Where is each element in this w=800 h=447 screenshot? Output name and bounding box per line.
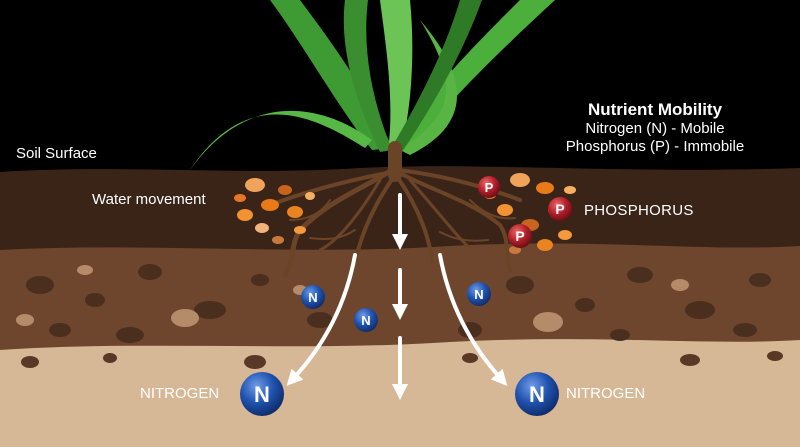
- plant-leaves: [190, 0, 555, 170]
- water-flow-arrows: [286, 193, 508, 400]
- nitrogen-ion-large-left: N: [240, 372, 284, 416]
- plant-roots: [268, 141, 522, 278]
- nitrogen-label-right: NITROGEN: [566, 385, 646, 402]
- legend-title: Nutrient Mobility: [587, 100, 723, 119]
- phosphorus-ion: P: [478, 176, 500, 198]
- svg-text:P: P: [485, 180, 494, 195]
- svg-text:N: N: [474, 287, 483, 302]
- svg-text:N: N: [529, 382, 545, 407]
- soil-surface-label: Soil Surface: [16, 145, 97, 162]
- nitrogen-ion: N: [354, 308, 378, 332]
- svg-text:N: N: [361, 313, 370, 328]
- nitrogen-ion-large-right: N: [515, 372, 559, 416]
- left-curved-arrow: [286, 253, 357, 386]
- water-movement-label: Water movement: [92, 191, 206, 208]
- nitrogen-label-left: NITROGEN: [140, 385, 220, 402]
- phosphorus-label: PHOSPHORUS: [584, 202, 694, 219]
- legend-nitrogen-line: Nitrogen (N) - Mobile: [585, 120, 725, 137]
- subsoil-pebbles: [21, 351, 783, 369]
- phosphorus-ion: P: [548, 197, 572, 221]
- right-curved-arrow: [438, 253, 508, 386]
- nitrogen-ion: N: [301, 285, 325, 309]
- svg-text:P: P: [555, 201, 564, 217]
- svg-text:N: N: [254, 382, 270, 407]
- legend-phosphorus-line: Phosphorus (P) - Immobile: [565, 138, 745, 155]
- svg-text:N: N: [308, 290, 317, 305]
- svg-text:P: P: [515, 228, 524, 244]
- gravel-cluster-left: [234, 178, 315, 244]
- nutrient-mobility-legend: Nutrient Mobility Nitrogen (N) - Mobile …: [520, 100, 790, 156]
- nitrogen-ion: N: [467, 282, 491, 306]
- light-pebbles: [16, 265, 689, 332]
- phosphorus-ion: P: [508, 224, 532, 248]
